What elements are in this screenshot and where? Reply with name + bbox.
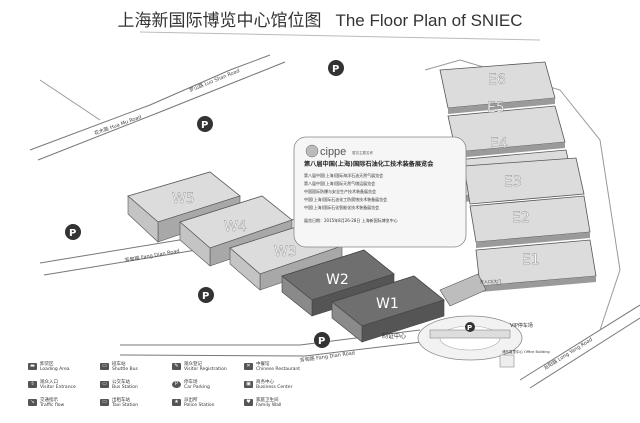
event-line-1: 第八届中国(上海)国际海洋石油天然气展览会 — [304, 172, 383, 178]
police-station-icon: ★ — [172, 399, 181, 406]
hall-w1[interactable]: W1 — [331, 275, 445, 343]
hall-label-w3: W3 — [274, 244, 297, 260]
parking-symbol: P — [332, 64, 339, 75]
bus-station-icon: ▭ — [100, 381, 109, 388]
hall-label-e5: E5 — [487, 100, 505, 116]
hall-label-e4: E4 — [490, 136, 508, 152]
event-logo: cippe — [320, 146, 346, 158]
event-line-2: 第八届中国(上海)国际天然气储运展览会 — [304, 180, 375, 186]
title-en: The Floor Plan of SNIEC — [335, 11, 523, 30]
parking-symbol: P — [69, 228, 76, 239]
connector-corridor — [439, 273, 487, 307]
parking-markers: P P P P P P — [65, 60, 475, 348]
event-date: 展览日期：2015年8月26-28日 上海新国际博览中心 — [304, 217, 398, 223]
event-line-4: 中国(上海)国际石油化工防腐蚀技术装备展览会 — [304, 196, 387, 202]
loading-area-icon: ▬ — [28, 363, 37, 370]
event-line-5: 中国(上海)国际石化智能化技术装备展览会 — [304, 204, 379, 210]
event-info-box: cippe 展览主题名称 第八届中国(上海)国际石油化工技术装备展览会 第八届中… — [293, 136, 467, 248]
hall-label-e1: E1 — [522, 252, 540, 268]
office-building-label: 浦东嘉里中心 Office Building — [502, 349, 550, 354]
cippe-logo-icon — [305, 144, 319, 158]
office-building — [499, 354, 515, 368]
car-parking-icon: P — [172, 381, 181, 388]
parking-symbol: P — [202, 291, 209, 302]
gate-label: 东入口/大门 — [480, 278, 501, 284]
road-label-long-yang: 龙阳路 Long Yang Road — [542, 336, 593, 372]
hall-label-w1: W1 — [376, 296, 399, 312]
family-restroom-icon: ♥ — [244, 399, 253, 406]
parking-3[interactable]: P — [65, 224, 81, 240]
event-line-3: 中国国际防爆与安全生产技术装备展览会 — [304, 188, 376, 194]
event-logo-sub: 展览主题名称 — [352, 150, 373, 155]
hall-e3[interactable]: E3 — [462, 157, 585, 206]
parking-symbol: P — [467, 324, 472, 332]
hall-label-w2: W2 — [326, 272, 349, 288]
business-center-icon: ▣ — [244, 381, 253, 388]
parking-5[interactable]: P — [314, 332, 330, 348]
parking-2[interactable]: P — [197, 116, 213, 132]
hall-label-e6: E6 — [488, 72, 506, 88]
event-name: 第八届中国(上海)国际石油化工技术装备展览会 — [303, 160, 434, 168]
traffic-flow-icon: ↘ — [28, 399, 37, 406]
hall-e6[interactable]: E6 — [439, 61, 556, 114]
visitor-entrance-icon: ⇧ — [28, 381, 37, 388]
road-label-fang-dian: 芳甸路 Fang Dian Road — [124, 247, 180, 264]
hall-label-e3: E3 — [504, 174, 522, 190]
taxi-station-icon: ▭ — [100, 399, 109, 406]
hall-label-w4: W4 — [224, 219, 247, 235]
hall-e1[interactable]: E1 — [475, 239, 597, 292]
parking-6[interactable]: P — [465, 322, 475, 332]
restaurant-icon: ✕ — [244, 363, 253, 370]
west-halls: W5 W4 W3 W2 W1 — [127, 171, 487, 343]
hall-label-w5: W5 — [172, 191, 195, 207]
hall-e2[interactable]: E2 — [469, 195, 591, 248]
parking-1[interactable]: P — [328, 60, 344, 76]
east-halls: E6 E5 E4 E3 E2 E1 — [439, 61, 597, 292]
parking-symbol: P — [201, 120, 208, 131]
hall-label-e2: E2 — [512, 210, 530, 226]
shuttle-bus-icon: ▭ — [100, 363, 109, 370]
visitor-registration-icon: ✎ — [172, 363, 181, 370]
registration-label: 制证中心 — [382, 332, 406, 340]
parking-symbol: P — [318, 336, 325, 347]
map-title: 上海新国际博览中心馆位图 The Floor Plan of SNIEC — [0, 6, 640, 31]
parking-4[interactable]: P — [198, 287, 214, 303]
entrance-plaza — [417, 315, 523, 361]
title-cn: 上海新国际博览中心馆位图 — [117, 11, 322, 31]
vip-parking-label: VIP停车场 — [510, 322, 533, 329]
